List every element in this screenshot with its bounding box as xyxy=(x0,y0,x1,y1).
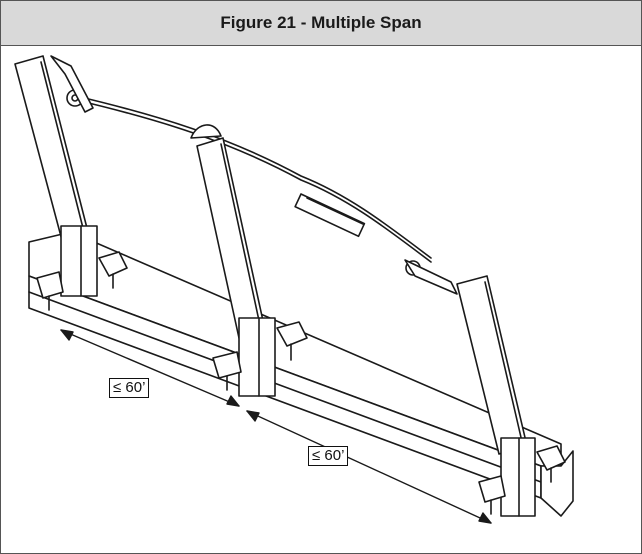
left-stanchion xyxy=(14,55,128,311)
figure-title: Figure 21 - Multiple Span xyxy=(1,1,641,46)
cable xyxy=(75,95,432,263)
span-arrow-1 xyxy=(60,329,240,407)
span-2-label: ≤ 60’ xyxy=(308,446,349,466)
span-1-label: ≤ 60’ xyxy=(109,378,150,398)
multiple-span-drawing xyxy=(14,55,574,524)
middle-stanchion xyxy=(190,124,308,397)
span-arrow-2 xyxy=(246,410,492,524)
right-stanchion xyxy=(404,259,566,517)
